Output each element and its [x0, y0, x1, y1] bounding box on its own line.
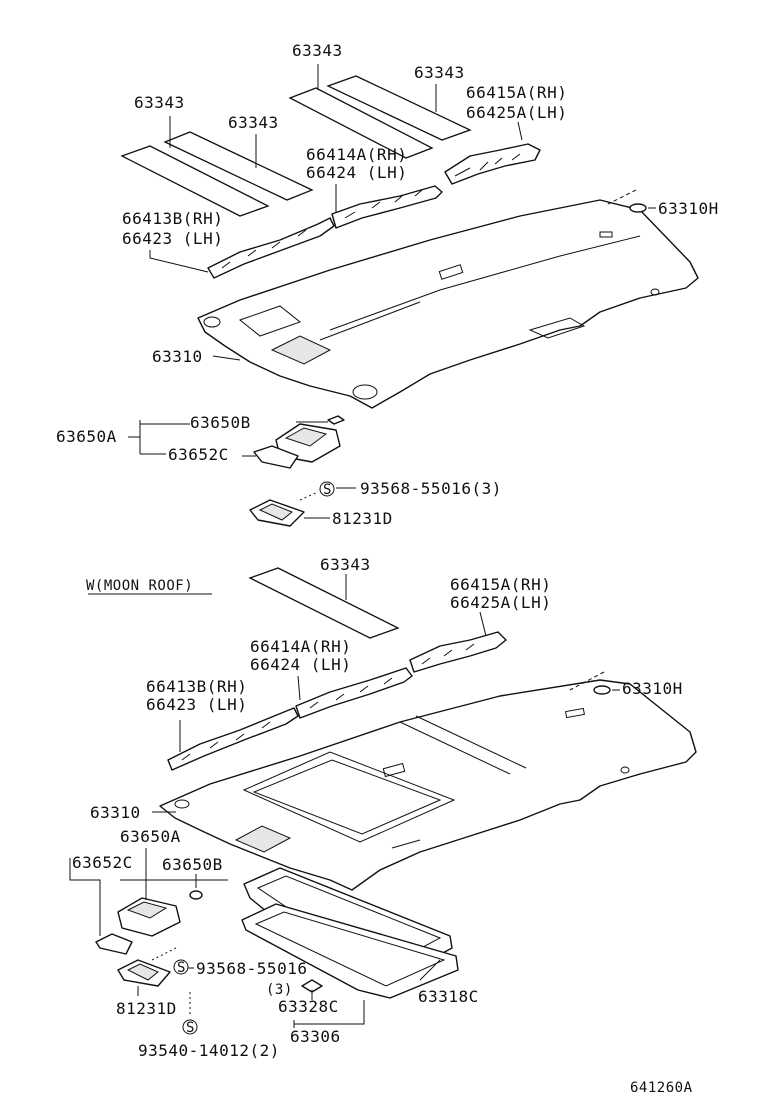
headliner-63310-moonroof	[159, 679, 697, 891]
label-63310h: 63310H	[658, 199, 719, 218]
label-93568-moonroof: 93568-55016	[196, 959, 307, 978]
sunshade-63306	[241, 903, 459, 999]
label-93568-qty-moonroof: (3)	[266, 982, 293, 998]
clip-63310h-top	[629, 203, 647, 213]
label-63310-moonroof: 63310	[90, 803, 141, 822]
label-66425a-lh-moonroof: 66425A(LH)	[450, 593, 551, 612]
label-63650a-moonroof: 63650A	[120, 827, 181, 846]
label-66425a-lh: 66425A(LH)	[466, 103, 567, 122]
trim-66414a-top	[331, 185, 443, 229]
label-66414a-rh-moonroof: 66414A(RH)	[250, 637, 351, 656]
label-66414a-rh: 66414A(RH)	[306, 145, 407, 164]
label-66423-lh-moonroof: 66423 (LH)	[146, 695, 247, 714]
pad-63343-top-mid	[288, 87, 434, 159]
pad-63343-moonroof	[248, 567, 400, 639]
label-81231d-moonroof: 81231D	[116, 999, 177, 1018]
label-63318c-moonroof: 63318C	[418, 987, 479, 1006]
trim-66415a-top	[444, 143, 541, 185]
label-66413b-rh-moonroof: 66413B(RH)	[146, 677, 247, 696]
screw-mark-moonroof-2: S	[186, 1020, 195, 1036]
headliner-63310-top	[197, 199, 699, 409]
trim-66414a-moonroof	[295, 667, 413, 719]
label-63306-moonroof: 63306	[290, 1027, 341, 1046]
label-66415a-rh-moonroof: 66415A(RH)	[450, 575, 551, 594]
pad-63343-top-left	[120, 145, 270, 217]
label-63343-c: 63343	[134, 93, 185, 112]
bracket-63652c-top	[253, 445, 299, 469]
label-63652c-moonroof: 63652C	[72, 853, 133, 872]
pad-63343-top-left-2	[163, 131, 314, 201]
label-63343-b: 63343	[414, 63, 465, 82]
label-63343-moonroof: 63343	[320, 555, 371, 574]
pad-63343-top-right	[326, 75, 472, 141]
label-66423-lh: 66423 (LH)	[122, 229, 223, 248]
label-66415a-rh: 66415A(RH)	[466, 83, 567, 102]
label-81231d-top: 81231D	[332, 509, 393, 528]
screw-mark-moonroof-1: S	[177, 960, 186, 976]
top-assembly	[120, 64, 699, 527]
bracket-63652c-moonroof	[95, 933, 133, 955]
clip-63650b-moonroof	[189, 890, 203, 900]
label-66424-lh: 66424 (LH)	[306, 163, 407, 182]
moonroof-assembly	[69, 567, 697, 1035]
label-63652c: 63652C	[168, 445, 229, 464]
label-66424-lh-moonroof: 66424 (LH)	[250, 655, 351, 674]
label-63310: 63310	[152, 347, 203, 366]
label-93568-top: 93568-55016(3)	[360, 479, 502, 498]
label-66413b-rh: 66413B(RH)	[122, 209, 223, 228]
label-63310h-moonroof: 63310H	[622, 679, 683, 698]
label-63328c-moonroof: 63328C	[278, 997, 339, 1016]
label-63650a: 63650A	[56, 427, 117, 446]
moonroof-section-title: W(MOON ROOF)	[86, 578, 193, 594]
clip-63310h-moonroof	[593, 685, 611, 695]
screw-mark-top: S	[323, 482, 332, 498]
trim-66413b-moonroof	[167, 707, 299, 771]
label-63650b-moonroof: 63650B	[162, 855, 223, 874]
figure-code: 641260A	[630, 1080, 693, 1096]
trim-66415a-moonroof	[409, 631, 507, 673]
label-63343-d: 63343	[228, 113, 279, 132]
label-63343-a: 63343	[292, 41, 343, 60]
label-93540-moonroof: 93540-14012(2)	[138, 1041, 280, 1060]
clip-63328c	[301, 979, 323, 993]
trim-66413b-top	[207, 217, 335, 279]
label-63650b: 63650B	[190, 413, 251, 432]
clip-63650b-top	[327, 415, 345, 425]
